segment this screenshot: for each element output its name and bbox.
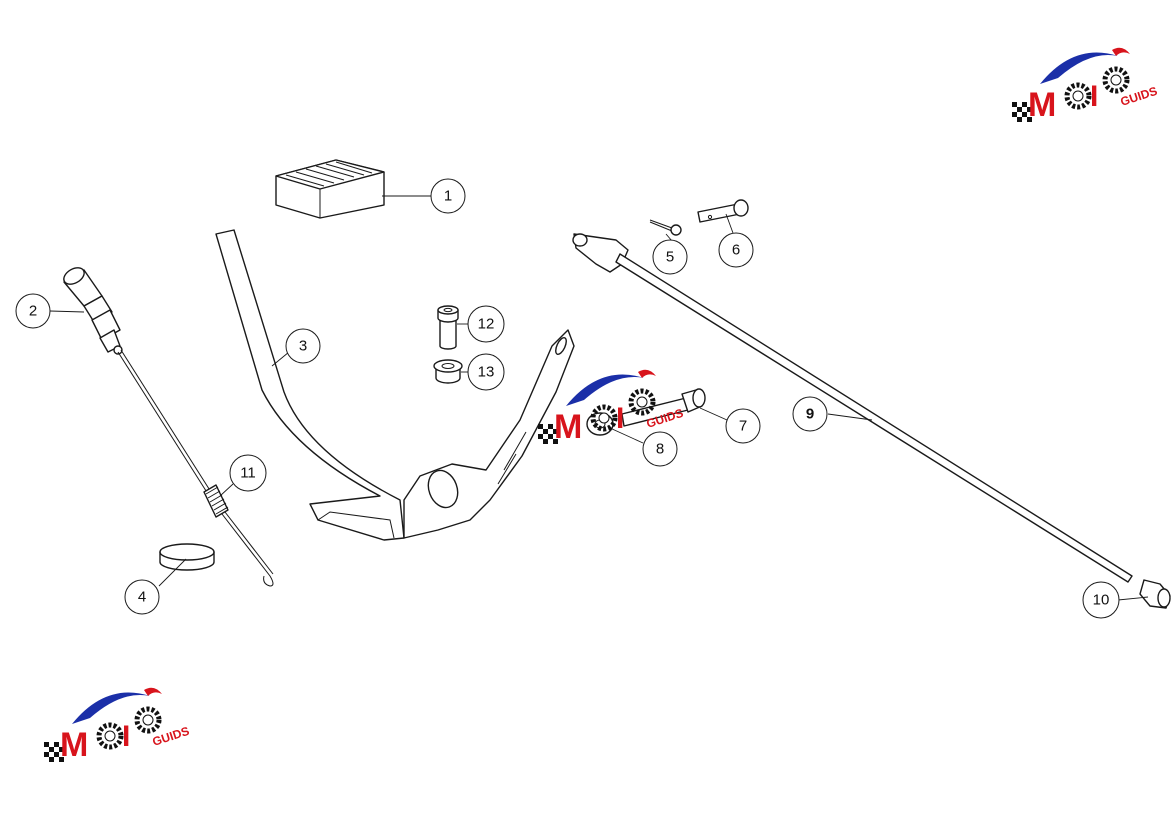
callout-13: 13 (467, 353, 505, 391)
callout-12: 12 (467, 305, 505, 343)
part-4-pad (159, 543, 215, 571)
callout-label: 7 (739, 418, 747, 435)
part-9-brake-rod (572, 233, 1133, 583)
callout-label: 6 (732, 242, 740, 259)
callout-8: 8 (642, 431, 678, 467)
part-1-pedal-rubber (275, 159, 385, 219)
callout-11: 11 (229, 454, 267, 492)
callout-3: 3 (285, 328, 321, 364)
part-5-cotter-pin (649, 219, 682, 236)
callout-label: 12 (478, 316, 495, 333)
part-12-cap-screw (437, 305, 459, 350)
part-7-bolt (621, 388, 706, 427)
callout-9: 9 (792, 396, 828, 432)
watermark-logo-bottom-left (44, 688, 191, 764)
callout-2: 2 (15, 293, 51, 329)
callout-label: 11 (240, 465, 256, 482)
callout-label: 1 (444, 188, 452, 205)
callout-label: 9 (806, 406, 814, 423)
part-11-return-spring (117, 349, 274, 587)
callout-label: 10 (1093, 592, 1110, 609)
callout-1: 1 (430, 178, 466, 214)
callout-label: 8 (656, 441, 664, 458)
part-10-nut (1139, 579, 1171, 609)
callout-4: 4 (124, 579, 160, 615)
callout-label: 4 (138, 589, 146, 606)
watermark-logo-top-right (1012, 48, 1159, 124)
callout-7: 7 (725, 408, 761, 444)
part-6-clevis-pin (697, 199, 749, 223)
callout-label: 3 (299, 338, 307, 355)
callout-label: 13 (478, 364, 495, 381)
callout-5: 5 (652, 239, 688, 275)
callout-10: 10 (1082, 581, 1120, 619)
callout-6: 6 (718, 232, 754, 268)
callout-label: 5 (666, 249, 674, 266)
part-3-brake-pedal (215, 229, 575, 541)
part-13-bushing (433, 359, 463, 384)
leader-lines (49, 195, 1149, 601)
part-2-brake-switch (63, 267, 123, 355)
callout-label: 2 (29, 303, 37, 320)
